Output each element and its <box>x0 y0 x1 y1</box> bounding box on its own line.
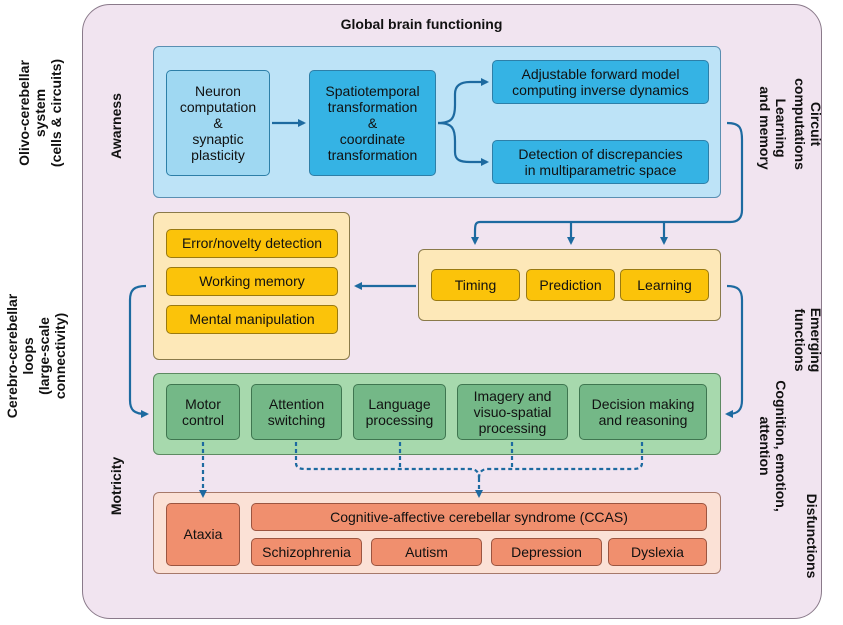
dashed-cognitive-bracket <box>294 442 644 479</box>
arrow-spatio-to-forward <box>437 78 489 125</box>
autism-box: Autism <box>371 538 482 566</box>
prediction-box: Prediction <box>526 269 615 301</box>
timing-box: Timing <box>431 269 520 301</box>
schizophrenia-box: Schizophrenia <box>251 538 362 566</box>
dyslexia-box: Dyslexia <box>608 538 707 566</box>
ataxia-box: Ataxia <box>166 503 240 566</box>
arrow-learning-loop <box>471 121 744 245</box>
learning-box: Learning <box>620 269 709 301</box>
ccas-box: Cognitive-affective cerebellar syndrome … <box>251 503 707 531</box>
working-memory-box: Working memory <box>166 267 338 296</box>
forward-model-box: Adjustable forward model computing inver… <box>492 60 709 104</box>
arrow-spatio-to-discrepancy <box>437 121 489 166</box>
diagram-title: Global brain functioning <box>340 16 503 32</box>
neuron-computation-box: Neuron computation & synaptic plasticity <box>166 70 270 176</box>
attention-switching-box: Attention switching <box>251 384 342 440</box>
motor-control-box: Motor control <box>166 384 240 440</box>
discrepancy-detection-box: Detection of discrepancies in multiparam… <box>492 140 709 184</box>
language-processing-box: Language processing <box>353 384 446 440</box>
mental-manipulation-box: Mental manipulation <box>166 305 338 334</box>
arrow-left-loop <box>128 284 149 418</box>
decision-making-box: Decision making and reasoning <box>579 384 707 440</box>
depression-box: Depression <box>491 538 602 566</box>
arrow-right-loop <box>725 284 744 418</box>
spatiotemporal-box: Spatiotemporal transformation & coordina… <box>309 70 436 176</box>
error-novelty-box: Error/novelty detection <box>166 229 338 258</box>
imagery-visuospatial-box: Imagery and visuo-spatial processing <box>457 384 568 440</box>
